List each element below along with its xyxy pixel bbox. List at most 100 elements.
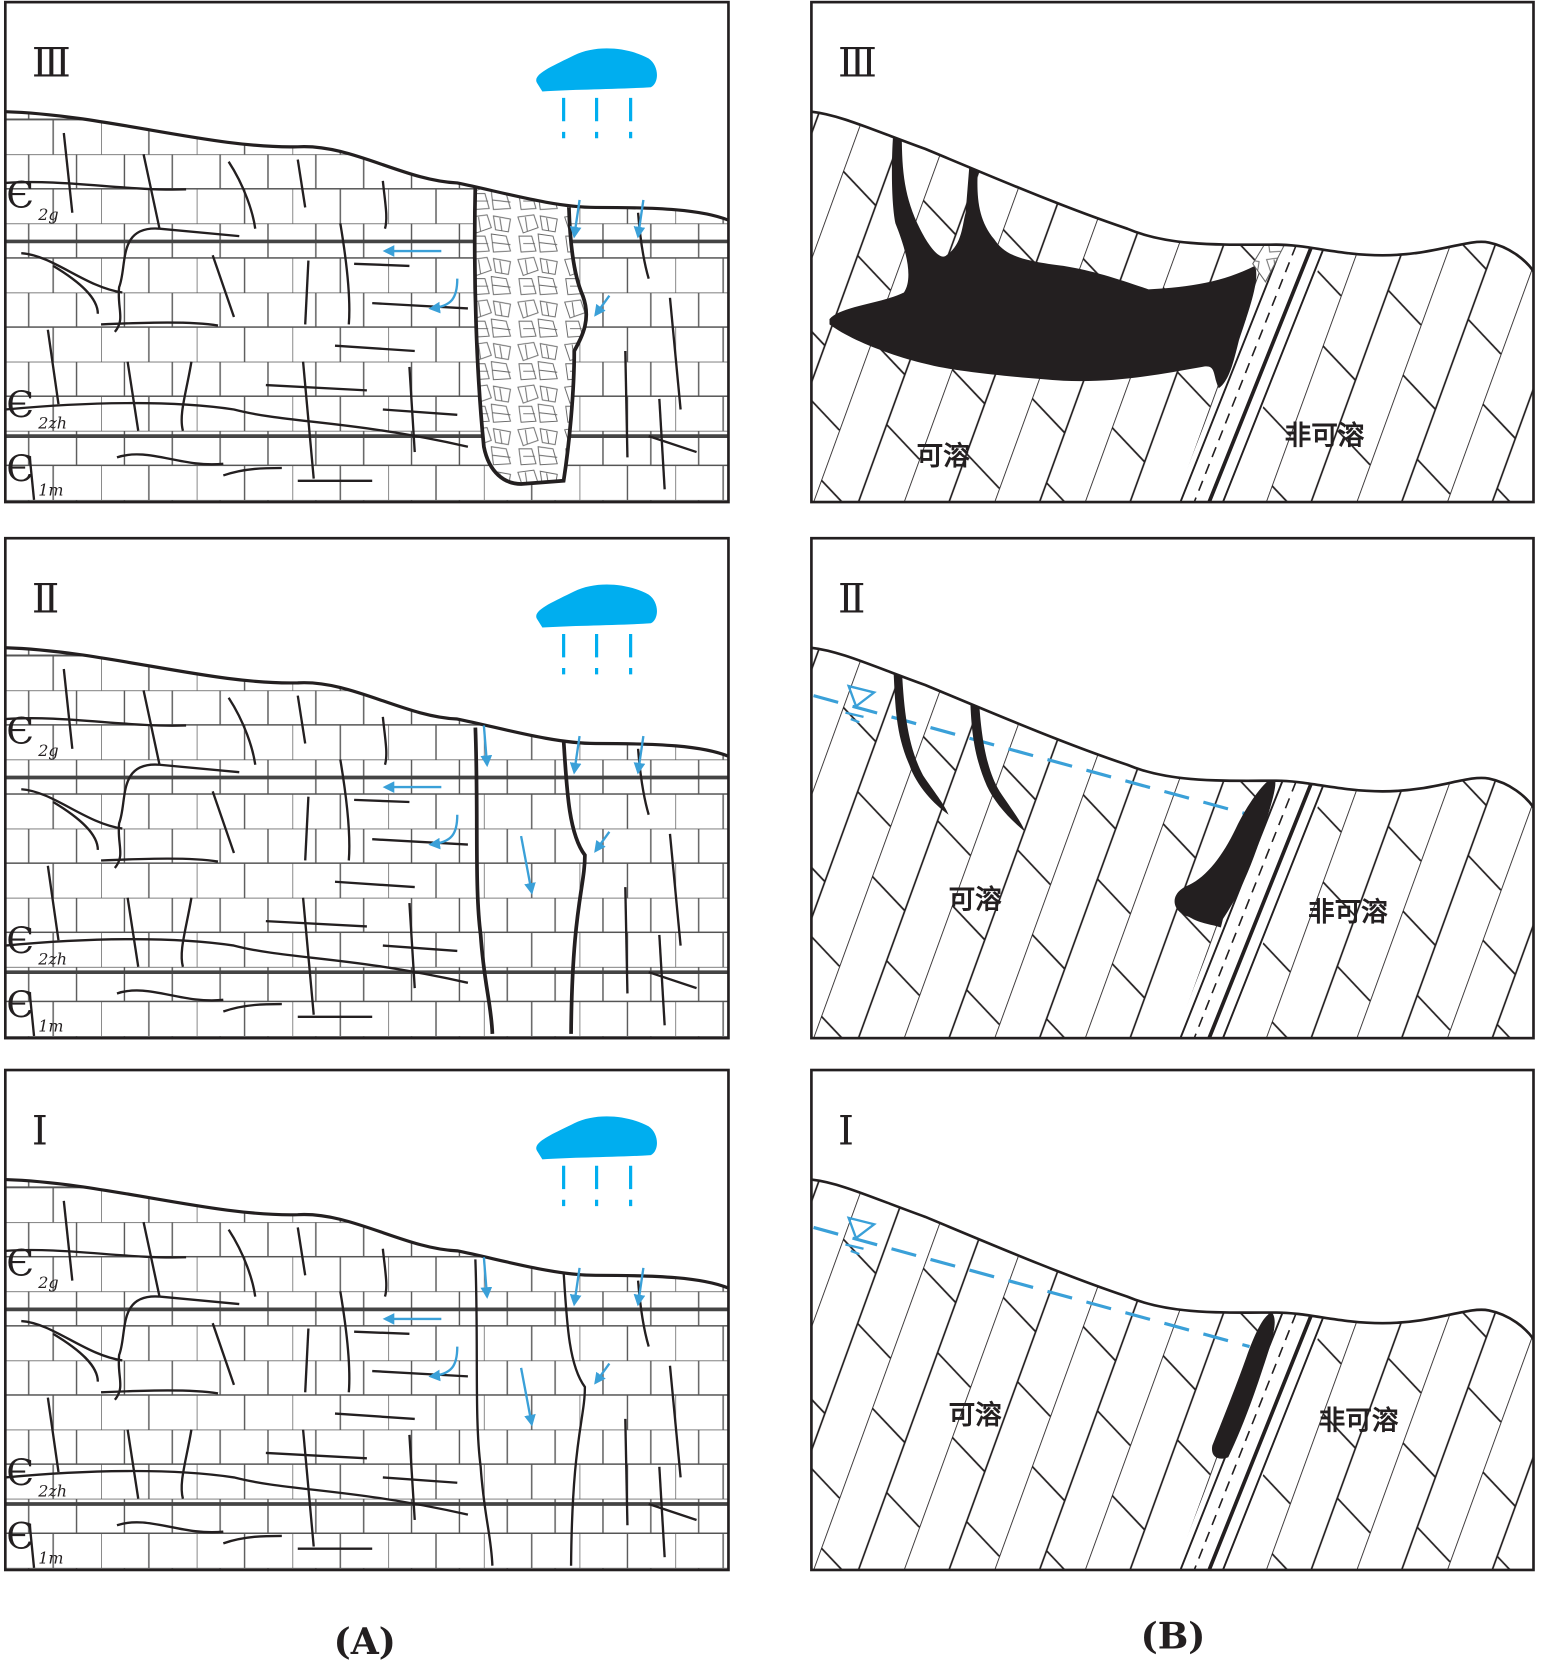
fracture — [372, 838, 468, 846]
fracture — [354, 262, 410, 268]
panel-frame — [3, 0, 730, 504]
stage-label: Ⅰ — [838, 1106, 854, 1154]
formation-subscript: 2zh — [37, 414, 67, 433]
fault-zone — [1174, 228, 1335, 503]
fracture — [211, 1322, 236, 1386]
fracture — [62, 1200, 74, 1281]
fracture — [408, 366, 416, 453]
fracture — [408, 902, 416, 989]
collapse-breccia-pipe — [472, 182, 589, 486]
stage-label: Ⅲ — [838, 39, 877, 87]
flow-arrow — [633, 199, 646, 239]
flow-arrow — [519, 1367, 536, 1427]
water-table-line — [813, 694, 1250, 817]
fracture — [211, 254, 236, 318]
fault-dashed-line — [1193, 1296, 1304, 1570]
rain-cloud-icon — [536, 584, 657, 628]
karst-fissure — [473, 727, 495, 1034]
fracture — [116, 1521, 224, 1534]
fracture — [636, 748, 650, 816]
water-table-line — [813, 1225, 1250, 1349]
panel-frame — [3, 536, 730, 1040]
ground-surface — [5, 110, 730, 222]
water-table-symbol-icon — [846, 1216, 877, 1240]
fracture — [113, 1295, 160, 1401]
karst-cave — [829, 132, 1257, 389]
soluble-rock-label: 可溶 — [949, 884, 1003, 915]
fracture — [296, 695, 307, 744]
formation-subscript: 1m — [38, 1549, 63, 1568]
ground-surface — [811, 110, 1535, 273]
insoluble-rock-label: 非可溶 — [1285, 421, 1365, 452]
stage-label: Ⅲ — [32, 39, 71, 87]
formation-symbol: Є — [6, 1451, 34, 1494]
karst-fissure — [561, 740, 587, 1034]
fracture — [113, 763, 160, 869]
formation-symbol: Є — [6, 173, 34, 216]
fracture — [265, 919, 367, 928]
fracture — [339, 1291, 351, 1393]
stage-label: Ⅰ — [32, 1106, 48, 1154]
panel-b-2: 可溶非可溶Ⅱ — [810, 536, 1535, 1040]
fracture — [116, 453, 224, 466]
flow-arrow — [428, 814, 459, 850]
fracture — [334, 880, 415, 889]
fault-line — [1179, 228, 1290, 503]
fracture — [126, 1429, 140, 1499]
panel-frame — [810, 0, 1535, 504]
flow-arrow — [633, 735, 646, 775]
fault-line — [1222, 1296, 1333, 1570]
fracture — [5, 1469, 469, 1516]
flow-arrow — [594, 831, 611, 853]
panel-frame — [3, 1068, 730, 1572]
flow-arrow — [594, 295, 611, 317]
fracture — [28, 457, 36, 501]
fracture — [296, 1227, 307, 1276]
fracture — [100, 321, 219, 327]
ground-surface — [811, 646, 1535, 809]
flow-arrow — [569, 199, 582, 239]
fracture — [648, 971, 697, 990]
ground-surface — [811, 1178, 1535, 1340]
fracture — [5, 938, 469, 984]
fault-line — [1222, 764, 1333, 1039]
flow-arrow — [428, 278, 459, 314]
flow-arrow — [519, 835, 536, 895]
fracture — [159, 227, 240, 238]
fracture — [304, 260, 310, 325]
fracture — [52, 800, 100, 850]
flow-arrow — [633, 1267, 646, 1307]
fault-dashed-line — [1193, 228, 1304, 503]
fracture — [142, 153, 161, 229]
fracture — [339, 759, 351, 861]
fracture — [265, 383, 367, 392]
stage-label: Ⅱ — [32, 575, 59, 623]
fracture — [5, 180, 187, 191]
fracture — [658, 1466, 666, 1558]
fracture — [52, 264, 100, 314]
formation-subscript: 2zh — [37, 950, 67, 969]
fracture — [5, 401, 469, 448]
fault-line — [1179, 764, 1290, 1039]
ground-surface — [5, 1177, 730, 1290]
fracture — [227, 161, 257, 229]
fracture — [658, 934, 666, 1026]
fracture — [648, 434, 697, 454]
fracture — [46, 329, 60, 405]
fracture — [648, 1502, 697, 1522]
fracture — [21, 1319, 123, 1362]
flow-arrow — [480, 725, 493, 768]
fracture — [180, 361, 193, 432]
formation-subscript: 2g — [37, 1273, 58, 1292]
fracture — [113, 227, 160, 333]
fracture — [408, 1434, 416, 1521]
fracture — [372, 301, 468, 310]
flow-arrow — [480, 1257, 493, 1299]
fracture — [5, 716, 187, 727]
panel-b-3: 可溶非可溶Ⅰ — [810, 1068, 1535, 1572]
karst-fissure — [562, 1272, 587, 1566]
karst-fissure — [474, 1259, 494, 1566]
fracture — [222, 466, 282, 477]
